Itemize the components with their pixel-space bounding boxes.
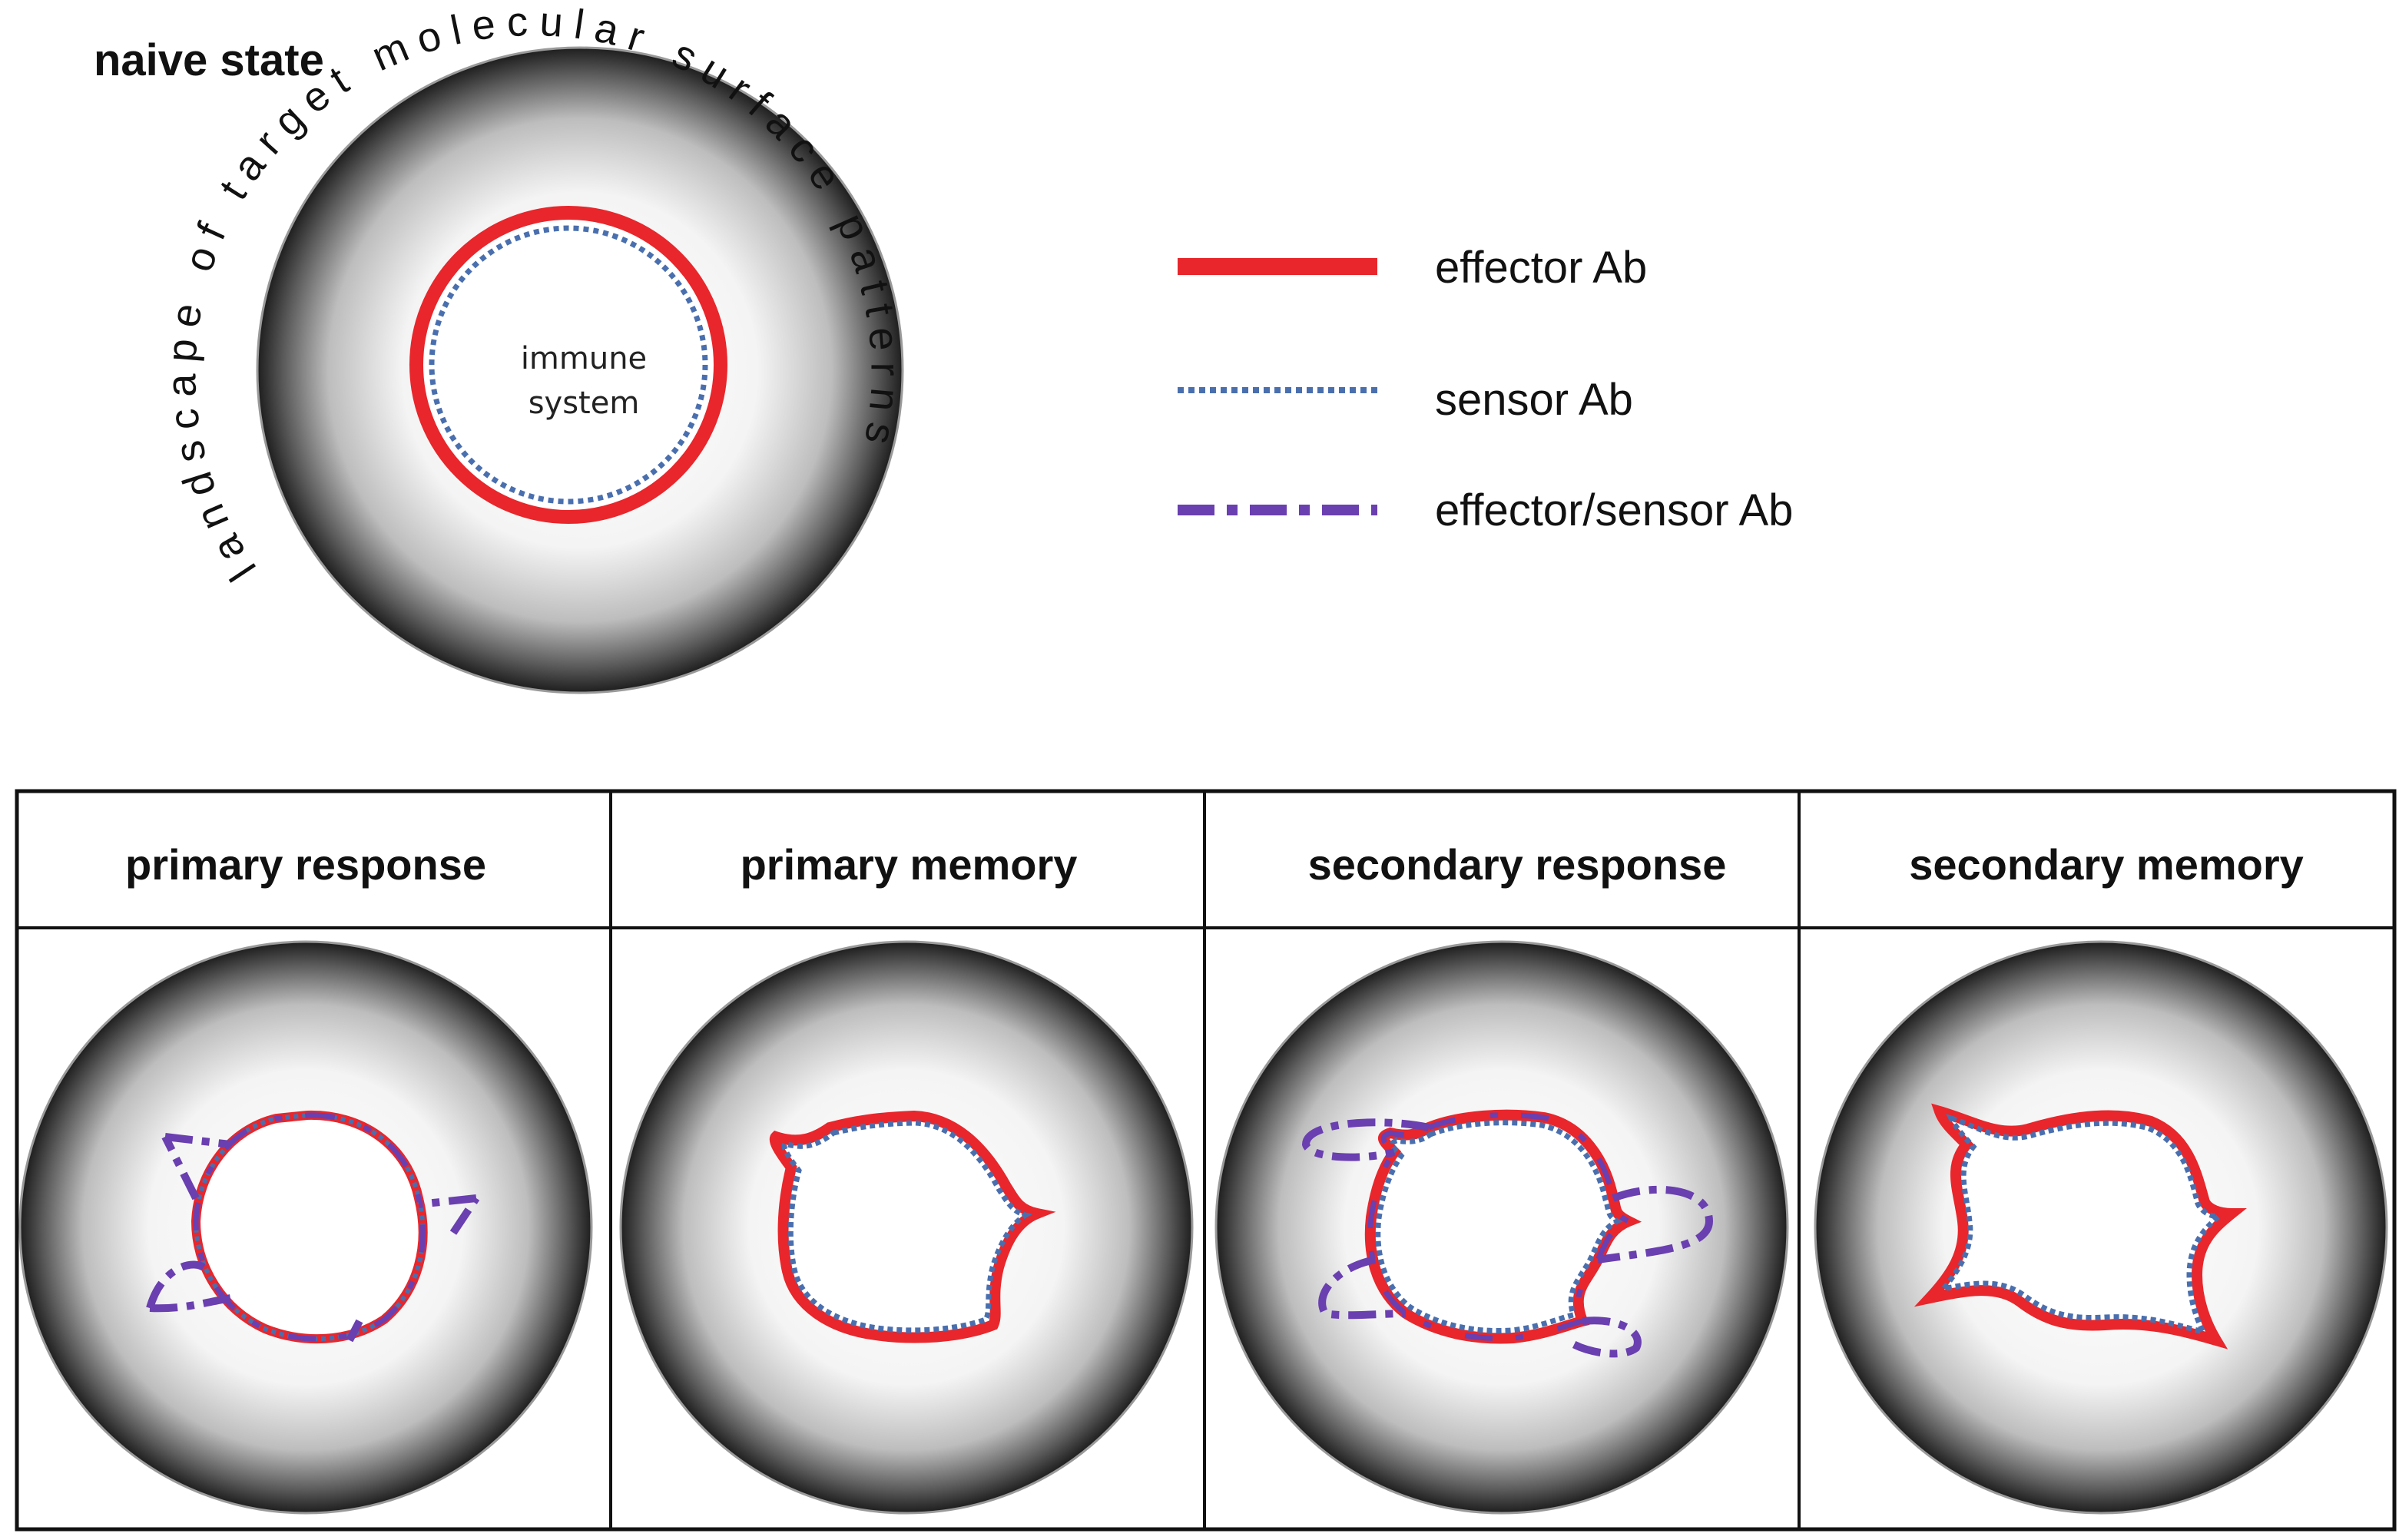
- secondary-memory-sensor-contour: [1937, 1114, 2226, 1336]
- panel-title-primary-response: primary response: [125, 840, 486, 889]
- response-panels: primary response primary memory secondar…: [15, 789, 2397, 1532]
- panel-title-secondary-memory: secondary memory: [1909, 840, 2304, 889]
- naive-state-title: naive state: [94, 35, 324, 85]
- panel-title-secondary-response: secondary response: [1308, 840, 1727, 889]
- primary-response-effector-sensor-contour: [146, 1133, 480, 1343]
- legend: effector Ab sensor Ab effector/sensor Ab: [1178, 243, 1793, 535]
- secondary-response-sensor-contour: [1375, 1120, 1623, 1333]
- panel-primary-memory: [619, 940, 1194, 1515]
- secondary-response-effector-sensor-lobes: [1301, 1118, 1714, 1358]
- immune-system-label-line1: immune: [521, 341, 647, 376]
- panel-secondary-memory: [1814, 940, 2388, 1515]
- primary-memory-effector-contour: [769, 1110, 1056, 1343]
- naive-sensor-ring: [429, 225, 708, 505]
- immune-system-label-line2: system: [529, 386, 640, 421]
- panel-title-primary-memory: primary memory: [741, 840, 1078, 889]
- primary-memory-sensor-contour: [781, 1120, 1033, 1333]
- primary-response-sensor-contour: [193, 1112, 426, 1342]
- legend-effector-label: effector Ab: [1435, 243, 1647, 293]
- legend-sensor-label: sensor Ab: [1435, 375, 1633, 425]
- panel-primary-response: [18, 940, 593, 1515]
- secondary-memory-effector-contour: [1914, 1103, 2247, 1350]
- secondary-response-effector-sensor-ring: [1367, 1112, 1635, 1341]
- naive-effector-ring: [409, 206, 727, 524]
- panel-secondary-response: [1214, 940, 1789, 1515]
- legend-effector-sensor-label: effector/sensor Ab: [1435, 485, 1793, 535]
